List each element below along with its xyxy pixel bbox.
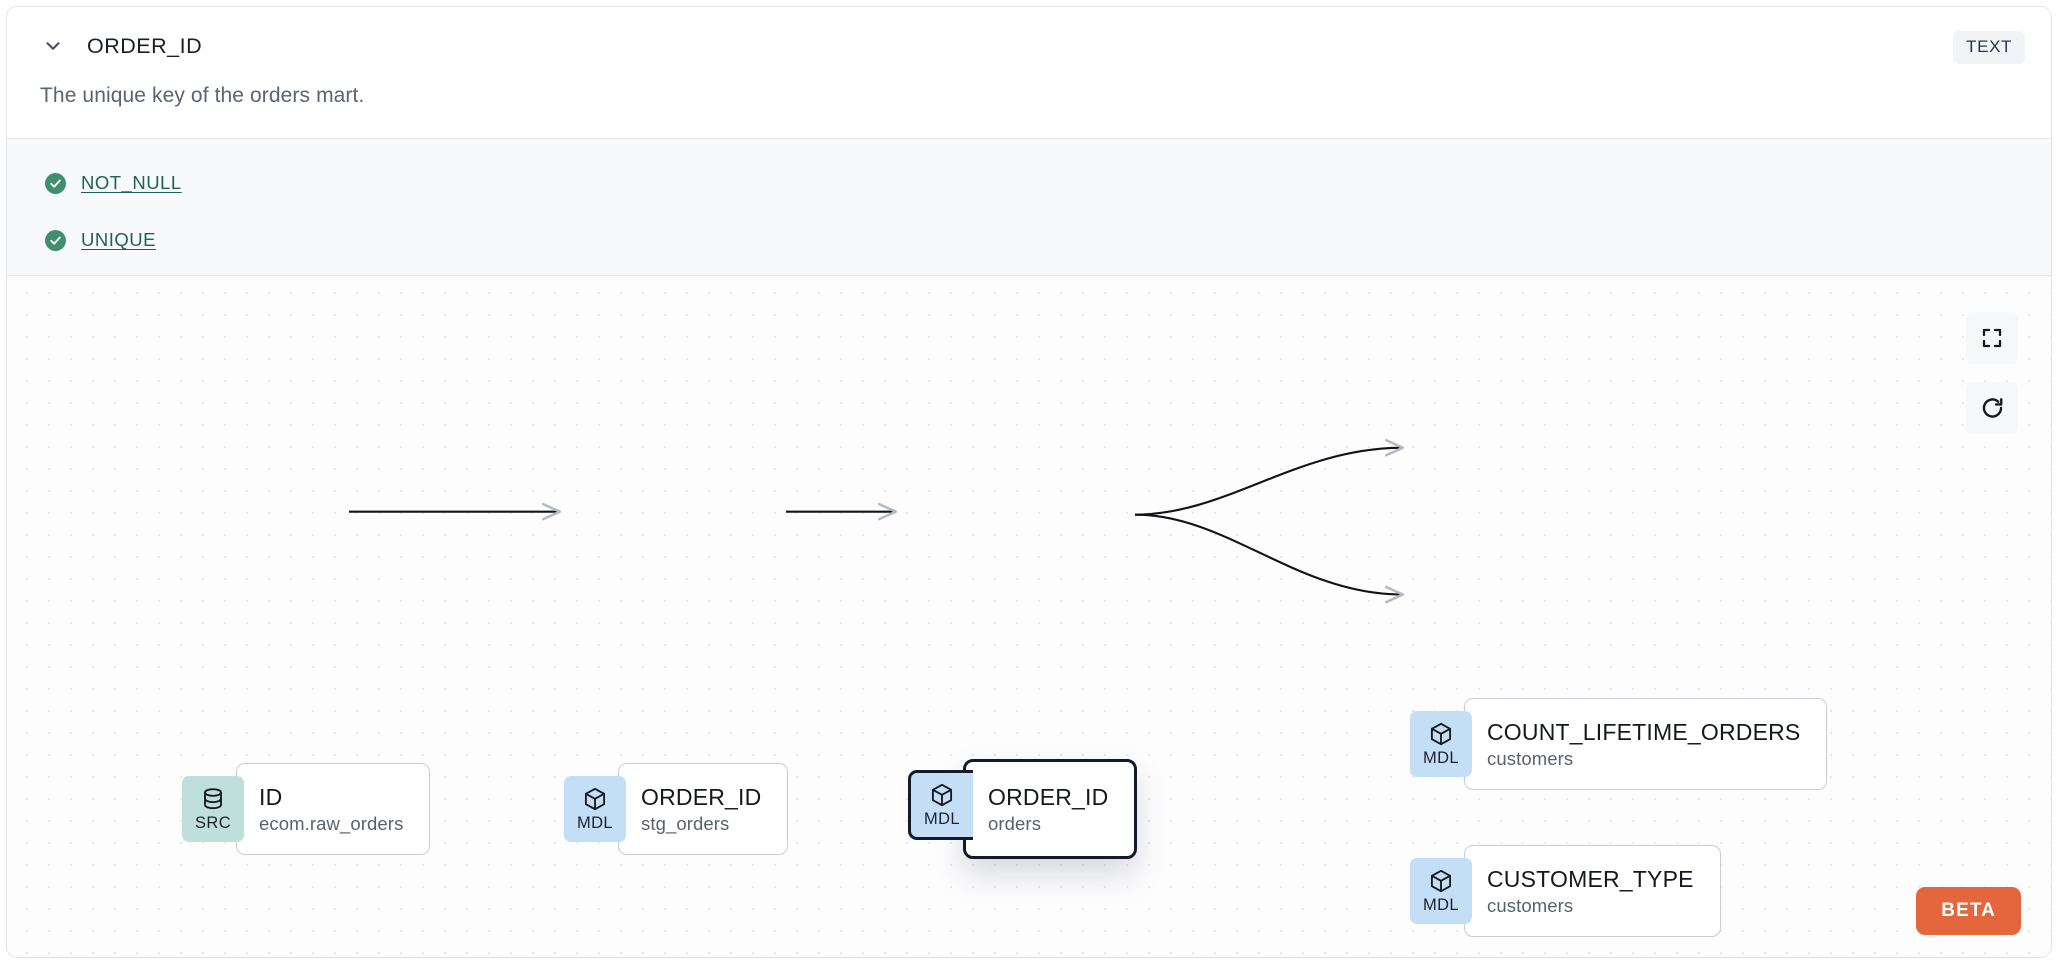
chevron-down-icon[interactable]	[40, 33, 66, 59]
node-subtitle: ecom.raw_orders	[259, 812, 404, 834]
node-name: CUSTOMER_TYPE	[1487, 865, 1694, 892]
page-title: ORDER_ID	[87, 33, 203, 58]
node-card: COUNT_LIFETIME_ORDERS customers	[1464, 698, 1828, 790]
node-name: COUNT_LIFETIME_ORDERS	[1487, 718, 1801, 745]
node-type-badge-mdl: MDL	[1410, 711, 1472, 777]
canvas-controls	[1966, 312, 2018, 434]
node-badge-label: MDL	[576, 814, 614, 833]
node-badge-label: MDL	[923, 810, 961, 829]
cube-icon	[1430, 723, 1452, 746]
node-card: ID ecom.raw_orders	[236, 763, 431, 855]
column-description: The unique key of the orders mart.	[40, 84, 365, 107]
beta-badge[interactable]: BETA	[1916, 887, 2021, 935]
node-name: ORDER_ID	[988, 783, 1109, 810]
test-link-unique[interactable]: UNIQUE	[81, 229, 156, 250]
cube-icon	[1430, 870, 1452, 893]
test-link-not-null[interactable]: NOT_NULL	[81, 172, 182, 193]
cube-icon	[584, 788, 606, 811]
panel-header: ORDER_ID TEXT The unique key of the orde…	[7, 7, 2051, 138]
node-badge-label: MDL	[1422, 749, 1460, 768]
refresh-icon	[1982, 397, 2002, 418]
lineage-node-orders-selected[interactable]: MDL ORDER_ID orders	[908, 759, 1138, 859]
edge-orders-to-count	[1134, 448, 1402, 516]
test-row: NOT_NULL	[45, 161, 2051, 205]
data-type-badge[interactable]: TEXT	[1953, 31, 2025, 64]
node-type-badge-mdl: MDL	[564, 776, 626, 842]
lineage-node-stg-orders[interactable]: MDL ORDER_ID stg_orders	[564, 763, 789, 855]
node-subtitle: orders	[988, 812, 1042, 834]
node-card: ORDER_ID orders	[963, 759, 1138, 859]
node-subtitle: stg_orders	[641, 812, 730, 834]
title-row: ORDER_ID	[40, 33, 2021, 59]
lineage-node-src-id[interactable]: SRC ID ecom.raw_orders	[182, 763, 431, 855]
node-card: ORDER_ID stg_orders	[618, 763, 789, 855]
check-circle-icon	[45, 172, 66, 194]
reset-button[interactable]	[1966, 382, 2018, 434]
node-subtitle: customers	[1487, 894, 1574, 916]
tests-section: NOT_NULL UNIQUE	[7, 138, 2051, 276]
node-name: ORDER_ID	[641, 783, 762, 810]
node-badge-label: SRC	[194, 814, 232, 833]
node-type-badge-mdl: MDL	[908, 770, 973, 840]
fit-view-icon	[1982, 328, 2002, 348]
node-subtitle: customers	[1487, 747, 1574, 769]
node-name: ID	[259, 783, 283, 810]
database-icon	[204, 788, 222, 810]
check-circle-icon	[45, 229, 66, 251]
edge-orders-to-customer-type	[1134, 513, 1402, 595]
node-type-badge-src: SRC	[182, 776, 244, 842]
column-detail-panel: ORDER_ID TEXT The unique key of the orde…	[6, 6, 2052, 958]
test-row: UNIQUE	[45, 218, 2051, 262]
fit-view-button[interactable]	[1966, 312, 2018, 364]
cube-icon	[931, 784, 953, 807]
lineage-canvas[interactable]: SRC ID ecom.raw_orders MDL ORDER_ID stg_…	[7, 276, 2051, 957]
lineage-node-customer-type[interactable]: MDL CUSTOMER_TYPE customers	[1410, 845, 1721, 937]
lineage-node-count-lifetime-orders[interactable]: MDL COUNT_LIFETIME_ORDERS customers	[1410, 698, 1828, 790]
node-card: CUSTOMER_TYPE customers	[1464, 845, 1721, 937]
node-badge-label: MDL	[1422, 896, 1460, 915]
node-type-badge-mdl: MDL	[1410, 858, 1472, 924]
